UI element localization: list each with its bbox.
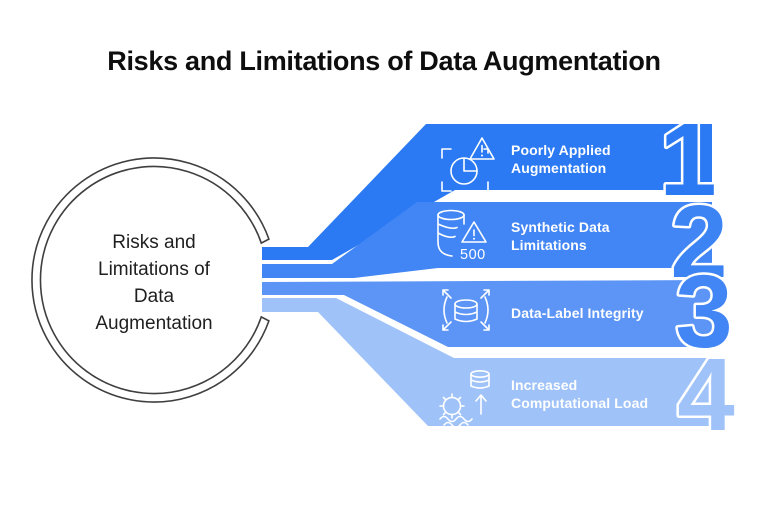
left-paren: [443, 296, 448, 324]
item-4-number: 4: [677, 337, 734, 452]
item-2-number: 2: [670, 184, 727, 299]
right-paren: [484, 296, 489, 324]
load-waves: [439, 415, 473, 429]
ribbon-1-shape: [262, 124, 712, 260]
center-circle-ring: [31, 157, 270, 403]
expand-arrow-tl: [442, 289, 452, 299]
database-body: [454, 303, 478, 323]
expand-arrow-br: [480, 321, 490, 331]
center-circle-label: Risks and Limitations of Data Augmentati…: [95, 232, 213, 334]
item-2-label: Synthetic Data Limitations: [511, 219, 610, 253]
curve-under: [444, 190, 484, 198]
expand-arrow-bl: [442, 321, 452, 331]
database-warning-icon: 500: [437, 209, 487, 263]
warning-triangle: [469, 137, 495, 160]
database-body: [437, 214, 465, 257]
gear-teeth: [439, 393, 465, 419]
item-4-label: Increased Computational Load: [511, 377, 649, 411]
item-1-label: Poorly Applied Augmentation: [511, 142, 611, 176]
item-3-number: 3: [675, 254, 732, 369]
warning-triangle: [461, 221, 487, 243]
item-3-label: Data-Label Integrity: [511, 305, 644, 321]
augmentation-warning-icon: [441, 137, 495, 198]
up-arrow: [475, 394, 487, 415]
icon-number-label: 500: [460, 247, 486, 263]
expand-arrow-tr: [480, 289, 490, 299]
database-body: [470, 373, 490, 389]
warning-dot: [481, 154, 483, 157]
database-expand-icon: [442, 289, 490, 331]
page-title: Risks and Limitations of Data Augmentati…: [107, 46, 661, 76]
item-1-number: 1: [659, 102, 716, 217]
ribbon-4-shape: [262, 298, 712, 426]
computational-load-icon: [439, 370, 490, 429]
warning-dot: [473, 237, 475, 240]
ribbon-2-shape: [262, 202, 712, 278]
pie-slice-lines: [463, 157, 478, 172]
